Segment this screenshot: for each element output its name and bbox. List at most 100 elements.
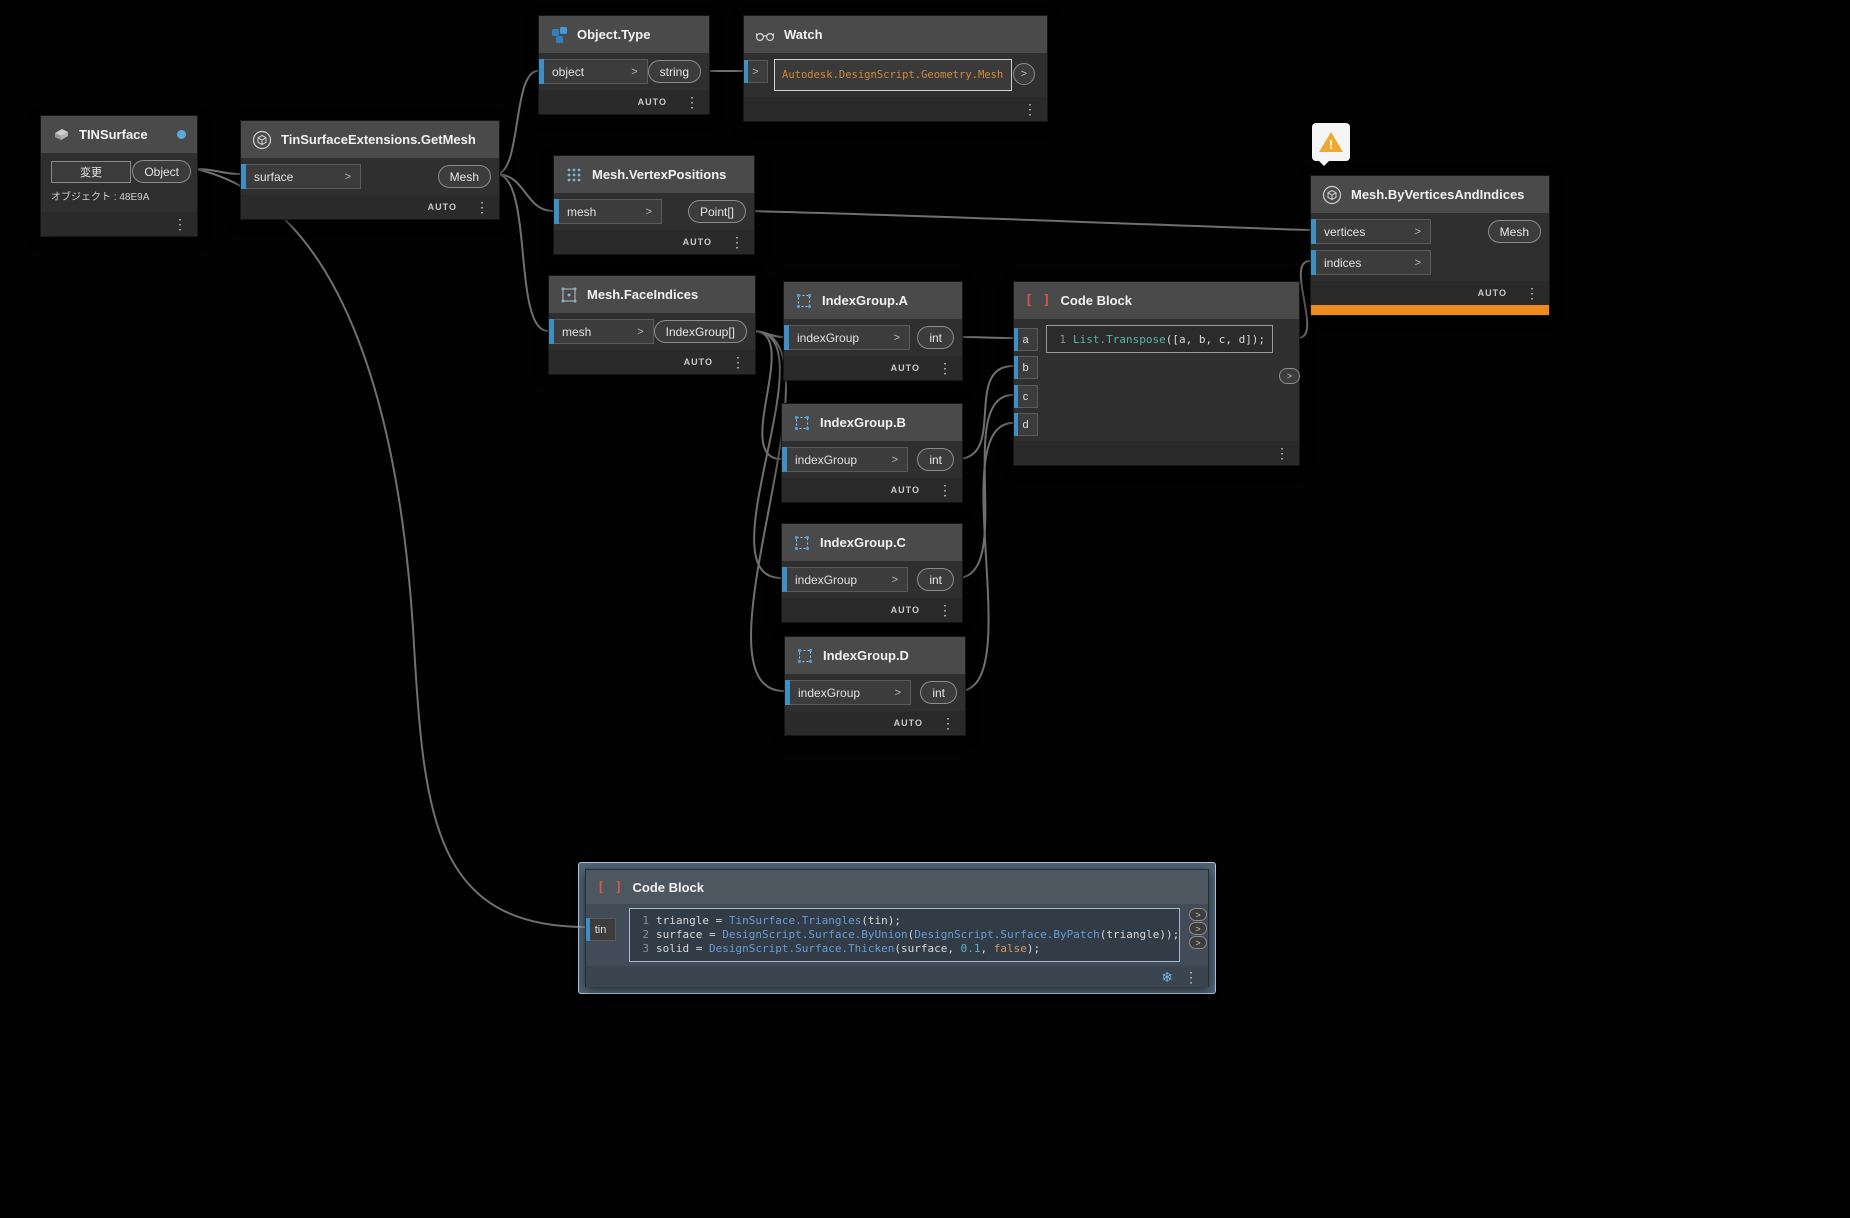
port-in-tin[interactable]: tin <box>586 918 616 941</box>
port-out-string[interactable]: string <box>647 60 701 83</box>
context-menu-icon[interactable]: ⋮ <box>475 199 489 215</box>
port-out-indexgroups[interactable]: IndexGroup[] <box>653 320 747 343</box>
wire-mesh-to-objecttype[interactable] <box>495 70 539 175</box>
node-vertexpositions[interactable]: Mesh.VertexPositions mesh > Point[] AUTO… <box>553 155 755 255</box>
lacing-label[interactable]: AUTO <box>682 237 712 247</box>
port-out-codeblock[interactable]: > <box>1279 368 1300 384</box>
port-out-points[interactable]: Point[] <box>687 200 746 223</box>
wire-object-to-tin[interactable] <box>195 168 586 928</box>
node-indexgroup-a[interactable]: IndexGroup.A indexGroup > int AUTO ⋮ <box>783 281 963 381</box>
node-indexgroup-d[interactable]: IndexGroup.D indexGroup > int AUTO ⋮ <box>784 636 966 736</box>
port-out-line-3[interactable]: > <box>1189 936 1207 949</box>
code-block-icon: [ ] <box>597 879 624 895</box>
context-menu-icon[interactable]: ⋮ <box>1525 285 1539 301</box>
wire-faceindices-to-d[interactable] <box>750 330 787 692</box>
wire-object-to-surface[interactable] <box>195 168 241 175</box>
wire-c-to-codeblock[interactable] <box>956 394 1014 579</box>
node-header[interactable]: TINSurface <box>41 116 197 153</box>
wire-faceindices-to-a[interactable] <box>752 330 784 338</box>
node-getmesh[interactable]: TinSurfaceExtensions.GetMesh surface > M… <box>240 120 500 220</box>
port-out-int[interactable]: int <box>920 681 957 704</box>
lacing-label[interactable]: AUTO <box>890 363 920 373</box>
wire-d-to-codeblock[interactable] <box>958 422 1014 692</box>
node-header[interactable]: IndexGroup.D <box>785 637 965 674</box>
wire-mesh-to-faceindices[interactable] <box>495 173 549 332</box>
node-indexgroup-c[interactable]: IndexGroup.C indexGroup > int AUTO ⋮ <box>781 523 963 623</box>
port-in-mesh[interactable]: mesh > <box>549 319 654 344</box>
node-header[interactable]: [ ] Code Block <box>1014 282 1299 319</box>
port-in-indexgroup[interactable]: indexGroup > <box>782 447 908 472</box>
port-out-mesh[interactable]: Mesh <box>1487 220 1541 243</box>
port-in-d[interactable]: d <box>1014 413 1038 436</box>
context-menu-icon[interactable]: ⋮ <box>730 234 744 250</box>
context-menu-icon[interactable]: ⋮ <box>685 94 699 110</box>
port-in-indexgroup[interactable]: indexGroup > <box>782 567 908 592</box>
port-out-mesh[interactable]: Mesh <box>437 165 491 188</box>
port-in-a[interactable]: a <box>1014 328 1038 351</box>
lacing-label[interactable]: AUTO <box>1477 288 1507 298</box>
node-header[interactable]: IndexGroup.C <box>782 524 962 561</box>
port-in-indexgroup[interactable]: indexGroup > <box>784 325 910 350</box>
node-header[interactable]: Mesh.FaceIndices <box>549 276 755 313</box>
node-header[interactable]: IndexGroup.B <box>782 404 962 441</box>
port-out-int[interactable]: int <box>917 448 954 471</box>
context-menu-icon[interactable]: ⋮ <box>731 354 745 370</box>
node-objecttype[interactable]: Object.Type object > string AUTO ⋮ <box>538 15 710 115</box>
port-in-object[interactable]: object > <box>539 59 648 84</box>
port-in-surface[interactable]: surface > <box>241 164 361 189</box>
context-menu-icon[interactable]: ⋮ <box>173 216 187 232</box>
context-menu-icon[interactable]: ⋮ <box>941 715 955 731</box>
node-header[interactable]: [ ] Code Block <box>586 870 1208 904</box>
port-out-line-1[interactable]: > <box>1189 908 1207 921</box>
lacing-label[interactable]: AUTO <box>890 605 920 615</box>
wire-faceindices-to-b[interactable] <box>752 330 782 460</box>
lacing-label[interactable]: AUTO <box>637 97 667 107</box>
warning-icon[interactable]: ! <box>1312 123 1350 166</box>
port-in-b[interactable]: b <box>1014 356 1038 379</box>
lacing-label[interactable]: AUTO <box>427 202 457 212</box>
context-menu-icon[interactable]: ⋮ <box>1023 101 1037 117</box>
port-in-indices[interactable]: indices > <box>1311 250 1431 275</box>
port-in-c[interactable]: c <box>1014 385 1038 408</box>
port-arrow: > <box>891 573 898 586</box>
lacing-label[interactable]: AUTO <box>893 718 923 728</box>
node-byverticesandindices[interactable]: Mesh.ByVerticesAndIndices vertices > Mes… <box>1310 175 1550 316</box>
context-menu-icon[interactable]: ⋮ <box>938 360 952 376</box>
port-out-watch[interactable]: > <box>1012 63 1035 85</box>
freeze-icon[interactable]: ❄ <box>1161 968 1173 985</box>
lacing-label[interactable]: AUTO <box>890 485 920 495</box>
port-out-int[interactable]: int <box>917 568 954 591</box>
context-menu-icon[interactable]: ⋮ <box>1184 968 1198 985</box>
wire-points-to-vertices[interactable] <box>748 210 1311 231</box>
change-button[interactable]: 変更 <box>51 160 131 183</box>
wire-b-to-codeblock[interactable] <box>956 365 1014 460</box>
node-header[interactable]: Watch <box>744 16 1047 53</box>
port-in-mesh[interactable]: mesh > <box>554 199 662 224</box>
context-menu-icon[interactable]: ⋮ <box>938 482 952 498</box>
node-faceindices[interactable]: Mesh.FaceIndices mesh > IndexGroup[] AUT… <box>548 275 756 375</box>
port-in-watch[interactable]: > <box>744 60 768 83</box>
node-indexgroup-b[interactable]: IndexGroup.B indexGroup > int AUTO ⋮ <box>781 403 963 503</box>
lacing-label[interactable]: AUTO <box>683 357 713 367</box>
port-in-vertices[interactable]: vertices > <box>1311 219 1431 244</box>
port-out-int[interactable]: int <box>917 326 954 349</box>
port-out-line-2[interactable]: > <box>1189 922 1207 935</box>
node-tinsurface[interactable]: TINSurface 変更 Object オブジェクト : 48E9A ⋮ <box>40 115 198 237</box>
port-out-object[interactable]: Object <box>132 160 191 183</box>
wire-faceindices-to-c[interactable] <box>752 330 782 579</box>
node-watch[interactable]: Watch > Autodesk.DesignScript.Geometry.M… <box>743 15 1048 122</box>
node-header[interactable]: Mesh.VertexPositions <box>554 156 754 193</box>
wire-mesh-to-vertexpositions[interactable] <box>495 173 554 212</box>
node-header[interactable]: IndexGroup.A <box>784 282 962 319</box>
context-menu-icon[interactable]: ⋮ <box>1275 445 1289 461</box>
context-menu-icon[interactable]: ⋮ <box>938 602 952 618</box>
node-header[interactable]: TinSurfaceExtensions.GetMesh <box>241 121 499 158</box>
node-header[interactable]: Mesh.ByVerticesAndIndices <box>1311 176 1549 213</box>
wire-a-to-codeblock[interactable] <box>956 336 1014 339</box>
port-in-indexgroup[interactable]: indexGroup > <box>785 680 911 705</box>
node-header[interactable]: Object.Type <box>539 16 709 53</box>
